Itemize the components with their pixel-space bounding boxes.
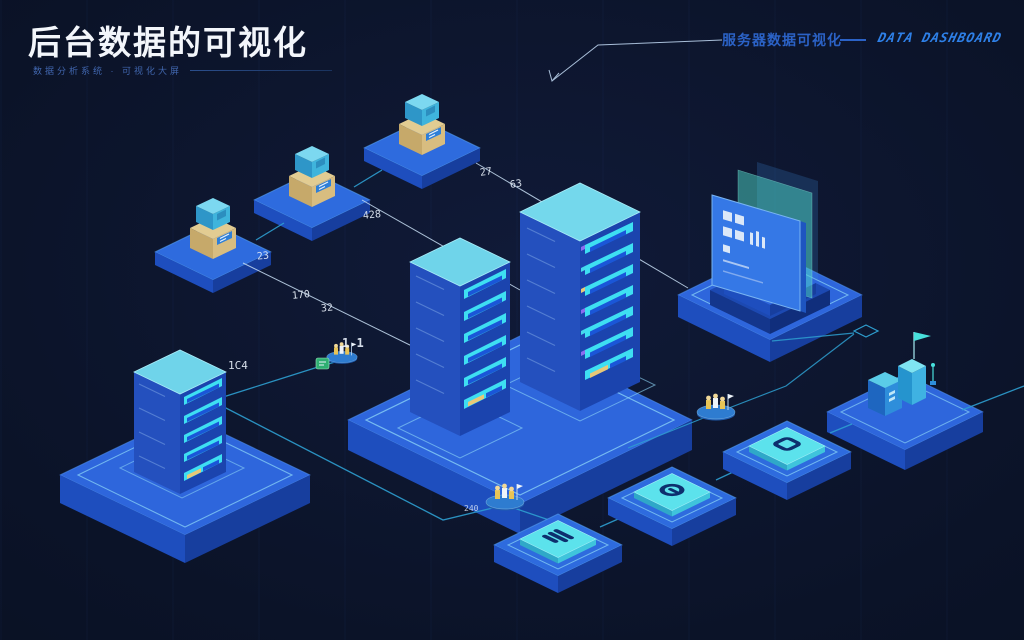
flag-icon xyxy=(914,332,931,341)
server-tower-left xyxy=(133,349,227,494)
server-tower-center-right xyxy=(519,182,641,411)
worker-boat-3 xyxy=(326,341,358,365)
module-chip-list xyxy=(493,513,623,594)
rack-slots xyxy=(184,378,222,481)
rack-slots xyxy=(464,269,506,409)
data-source-node-1 xyxy=(154,197,272,294)
server-tower-center-left xyxy=(409,237,511,436)
rack-slots xyxy=(581,222,633,380)
module-chip-at xyxy=(607,466,737,547)
square-icon xyxy=(773,437,801,451)
list-icon xyxy=(541,529,575,543)
annotation-arrow xyxy=(548,39,723,83)
display-screen xyxy=(711,162,818,313)
worker-boat-2 xyxy=(696,393,736,421)
data-source-node-2 xyxy=(253,145,371,242)
site-buildings xyxy=(868,332,936,416)
green-document-icon xyxy=(315,357,330,370)
at-icon xyxy=(659,483,685,497)
antenna-figure xyxy=(930,363,936,385)
screen-glyphs xyxy=(723,210,765,284)
module-chip-square xyxy=(722,420,852,501)
data-source-node-3 xyxy=(363,93,481,190)
